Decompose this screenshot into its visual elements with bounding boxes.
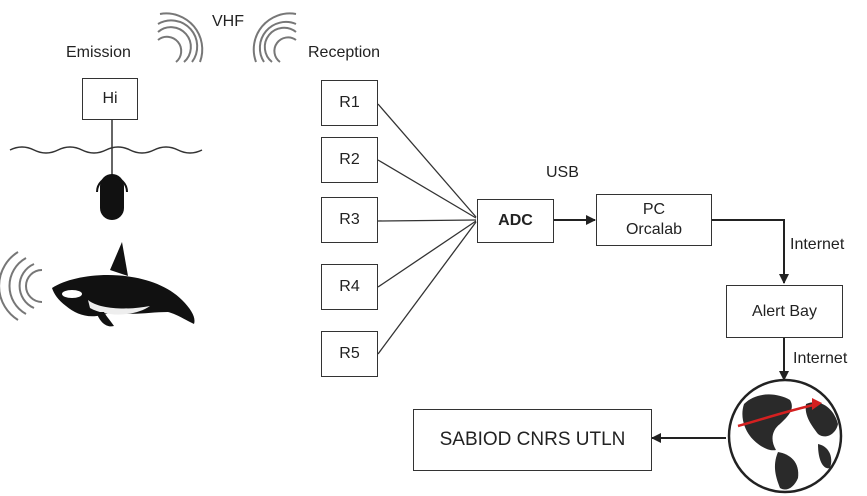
receiver-r3: R3 — [321, 197, 378, 243]
internet-label-1: Internet — [790, 236, 845, 253]
alert-bay-box: Alert Bay — [726, 285, 843, 338]
receiver-r5: R5 — [321, 331, 378, 377]
receiver-connectors — [377, 103, 477, 355]
internet-arrow-1 — [712, 219, 789, 284]
pc-label: PC — [642, 201, 666, 218]
radio-wave-icon — [0, 251, 43, 321]
sabiod-box: SABIOD CNRS UTLN — [413, 409, 652, 471]
receiver-r4: R4 — [321, 264, 378, 310]
vhf-label: VHF — [212, 13, 244, 30]
internet-label-2: Internet — [793, 350, 848, 367]
usb-label: USB — [546, 164, 579, 181]
hydrophone-icon — [96, 174, 128, 220]
reception-label: Reception — [308, 44, 381, 61]
receiver-r1: R1 — [321, 80, 378, 126]
orcalab-label: Orcalab — [625, 221, 683, 238]
receiver-r2: R2 — [321, 137, 378, 183]
hydrophone-station-box: Hi — [82, 78, 138, 120]
pc-orcalab-box: PC Orcalab — [596, 194, 712, 246]
sea-surface — [9, 146, 203, 154]
radio-wave-icon — [252, 12, 297, 63]
orca-icon — [52, 242, 195, 327]
adc-box: ADC — [477, 199, 554, 243]
radio-wave-icon — [157, 12, 204, 63]
emission-label: Emission — [66, 44, 131, 61]
globe-icon — [727, 378, 843, 494]
